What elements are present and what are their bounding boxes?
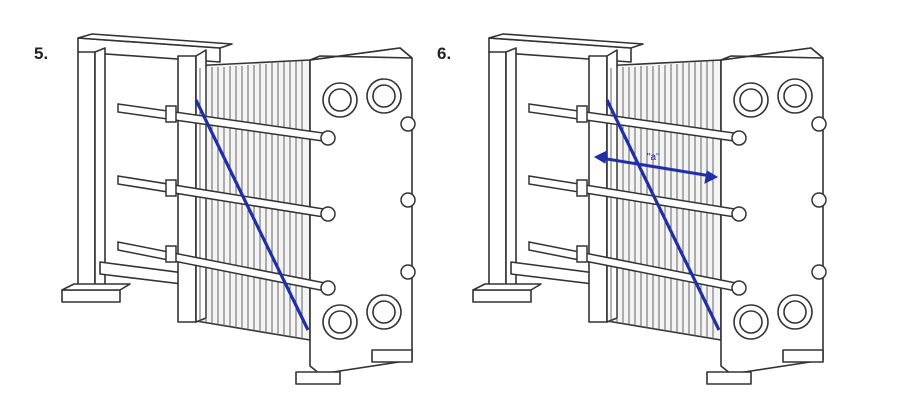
ports xyxy=(322,78,402,340)
step-number: 6. xyxy=(437,44,452,63)
tie-bolts xyxy=(117,103,416,296)
support-column xyxy=(488,51,507,291)
tie-bolts xyxy=(528,103,827,296)
figure-step-6: 6. xyxy=(437,0,898,402)
column-foot xyxy=(61,289,121,303)
support-column xyxy=(77,51,96,291)
figure-step-5: 5. xyxy=(34,33,416,385)
diagonal-alignment-line xyxy=(605,99,721,331)
frame-foot-left xyxy=(295,371,341,385)
plate-heat-exchanger-drawing: "a" xyxy=(472,33,827,385)
bolt-head-icon xyxy=(731,130,747,146)
column-foot xyxy=(472,289,532,303)
frame-foot-left xyxy=(706,371,752,385)
diagonal-alignment-line xyxy=(194,99,310,331)
nut xyxy=(576,105,588,123)
dimension-label: "a" xyxy=(647,152,660,163)
dimension-arrow xyxy=(593,150,719,184)
plate-heat-exchanger-drawing xyxy=(61,33,416,385)
frame-foot-right xyxy=(371,349,413,363)
bolt-head-icon xyxy=(320,130,336,146)
frame-foot-right xyxy=(782,349,824,363)
nut xyxy=(165,105,177,123)
step-number: 5. xyxy=(34,44,49,63)
ports xyxy=(733,78,813,340)
